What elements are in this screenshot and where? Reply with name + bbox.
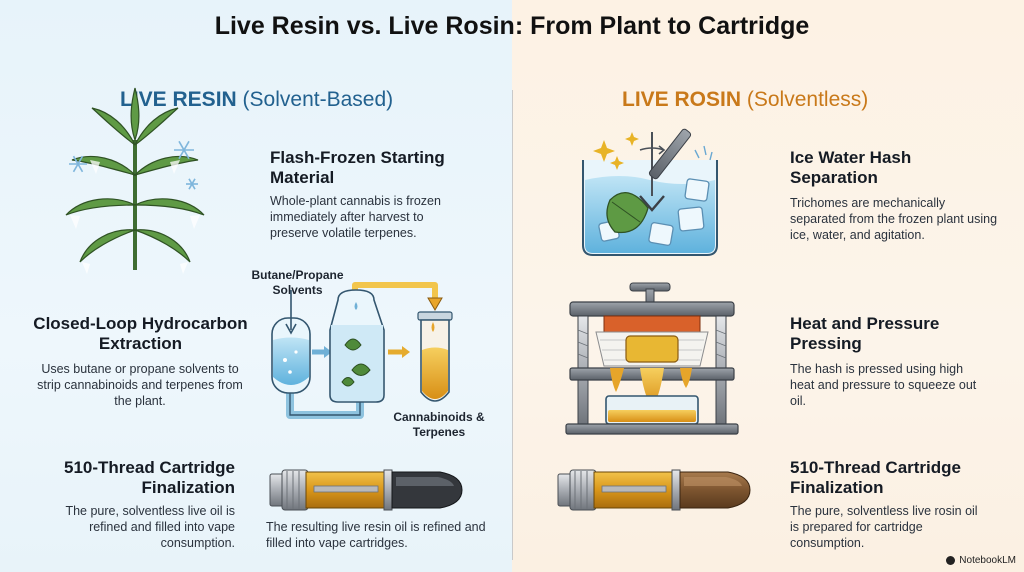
- rosin-step2-title: Heat and Pressure Pressing: [790, 314, 940, 353]
- rosin-press-icon: [565, 282, 739, 435]
- notebooklm-logo-icon: [946, 556, 956, 565]
- rosin-heading: LIVE ROSIN (Solventless): [622, 88, 868, 112]
- resin-step1-desc: Whole-plant cannabis is frozen immediate…: [270, 194, 441, 240]
- test-tube-icon: [417, 311, 453, 402]
- vape-cartridge-icon: [269, 469, 463, 511]
- vape-cartridge-icon: [557, 469, 751, 511]
- resin-step2-desc: Uses butane or propane solvents to strip…: [37, 362, 243, 408]
- rosin-step2-desc: The hash is pressed using high heat and …: [790, 362, 977, 408]
- resin-cart-caption: The resulting live resin oil is refined …: [266, 520, 486, 550]
- resin-step3-title: 510-Thread Cartridge Finalization: [64, 458, 235, 497]
- page-title: Live Resin vs. Live Rosin: From Plant to…: [214, 12, 810, 40]
- rosin-step1-title: Ice Water Hash Separation: [790, 148, 912, 187]
- output-label: Cannabinoids & Terpenes: [393, 410, 485, 439]
- ice-bath-icon: [582, 128, 718, 256]
- snowflake-icon: [69, 140, 198, 190]
- resin-heading: LIVE RESIN (Solvent-Based): [120, 88, 393, 112]
- notebooklm-label: NotebookLM: [959, 555, 1016, 566]
- column-divider: [512, 90, 513, 560]
- notebooklm-badge: NotebookLM: [946, 555, 1016, 566]
- rosin-step1-desc: Trichomes are mechanically separated fro…: [790, 196, 998, 242]
- resin-heading-sub: (Solvent-Based): [242, 88, 394, 111]
- resin-heading-main: LIVE RESIN: [120, 88, 237, 111]
- extraction-apparatus-icon: [271, 282, 443, 419]
- resin-step3-desc: The pure, solventless live oil is refine…: [65, 504, 235, 550]
- resin-step2-title: Closed-Loop Hydrocarbon Extraction: [33, 314, 248, 353]
- solvents-label: Butane/Propane Solvents: [251, 268, 344, 297]
- resin-step1-title: Flash-Frozen Starting Material: [270, 148, 445, 187]
- rosin-step3-desc: The pure, solventless live rosin oil is …: [790, 504, 978, 550]
- rosin-heading-main: LIVE ROSIN: [622, 88, 742, 111]
- cannabis-plant-icon: [65, 87, 205, 274]
- rosin-step3-title: 510-Thread Cartridge Finalization: [790, 458, 961, 497]
- rosin-heading-sub: (Solventless): [746, 88, 869, 111]
